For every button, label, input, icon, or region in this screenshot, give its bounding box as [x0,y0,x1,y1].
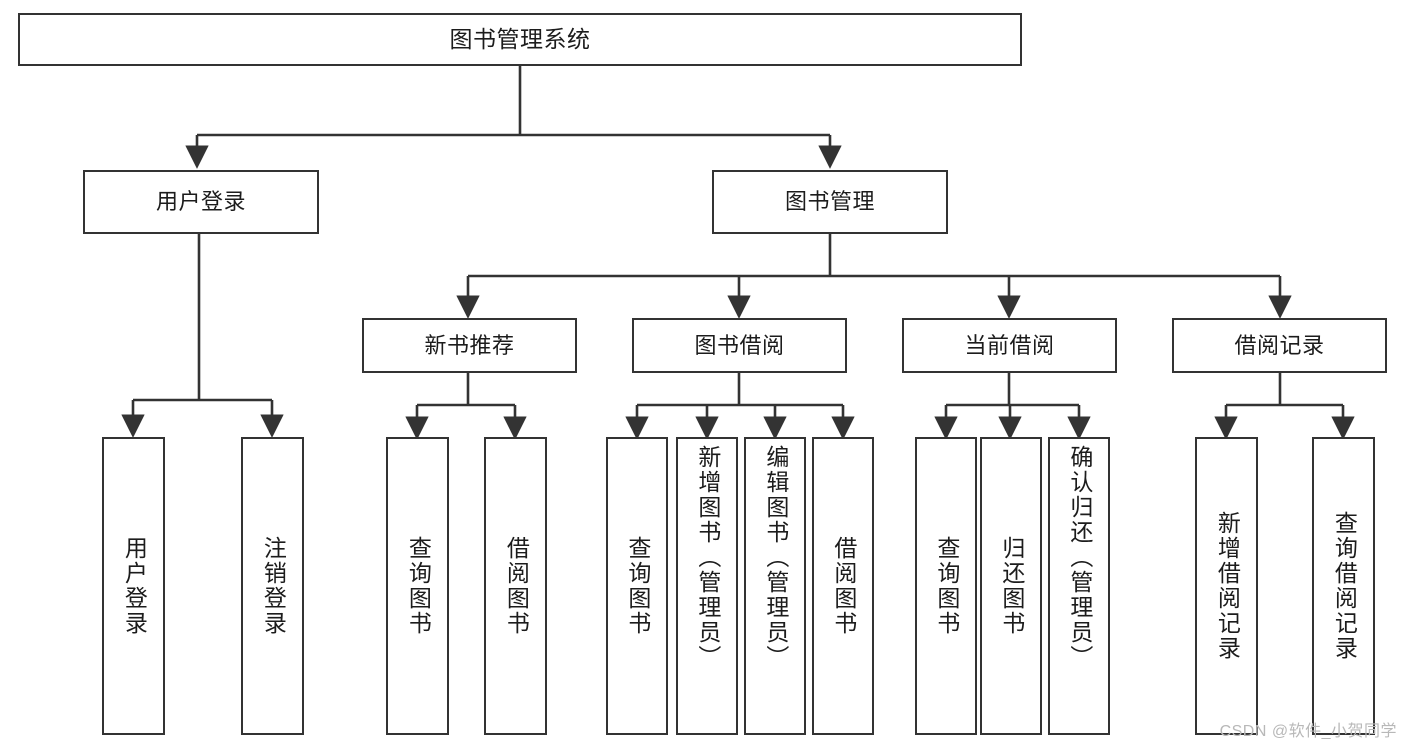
leaf-new-book-borrow[interactable]: 借阅图书 [484,437,547,735]
leaf-user-login-logout[interactable]: 注销登录 [241,437,304,735]
node-label: 新增图书（管理员） [694,445,721,670]
leaf-book-borrow-edit[interactable]: 编辑图书（管理员） [744,437,806,735]
leaf-current-borrow-confirm-return[interactable]: 确认归还（管理员） [1048,437,1110,735]
leaf-borrow-record-query[interactable]: 查询借阅记录 [1312,437,1375,735]
node-label: 确认归还（管理员） [1066,445,1093,670]
watermark-text: CSDN @软件_小贺同学 [1219,723,1397,740]
node-label: 新增借阅记录 [1214,511,1241,661]
node-label: 查询图书 [624,536,651,636]
node-label: 图书管理 [784,189,875,215]
node-label: 图书借阅 [694,332,785,358]
node-label: 查询图书 [405,536,432,636]
node-label: 借阅图书 [830,536,857,636]
leaf-book-borrow-add[interactable]: 新增图书（管理员） [676,437,738,735]
node-label: 查询借阅记录 [1331,511,1358,661]
node-label: 注销登录 [260,536,287,636]
leaf-borrow-record-add[interactable]: 新增借阅记录 [1195,437,1258,735]
leaf-book-borrow-query[interactable]: 查询图书 [606,437,668,735]
node-new-book-recommend[interactable]: 新书推荐 [362,318,577,373]
node-label: 用户登录 [155,189,246,215]
node-label: 新书推荐 [424,332,515,358]
node-root-system[interactable]: 图书管理系统 [18,13,1022,66]
leaf-current-borrow-return[interactable]: 归还图书 [980,437,1042,735]
node-user-login[interactable]: 用户登录 [83,170,319,234]
node-label: 查询图书 [933,536,960,636]
node-book-management[interactable]: 图书管理 [712,170,948,234]
node-label: 借阅记录 [1234,332,1325,358]
node-current-borrow[interactable]: 当前借阅 [902,318,1117,373]
node-label: 借阅图书 [503,536,530,636]
node-label: 编辑图书（管理员） [762,445,789,670]
node-label: 归还图书 [998,536,1025,636]
node-label: 用户登录 [121,536,148,636]
node-book-borrow[interactable]: 图书借阅 [632,318,847,373]
node-label: 图书管理系统 [449,25,591,52]
leaf-current-borrow-query[interactable]: 查询图书 [915,437,977,735]
leaf-user-login-login[interactable]: 用户登录 [102,437,165,735]
leaf-new-book-query[interactable]: 查询图书 [386,437,449,735]
leaf-book-borrow-borrow[interactable]: 借阅图书 [812,437,874,735]
node-borrow-record[interactable]: 借阅记录 [1172,318,1387,373]
node-label: 当前借阅 [964,332,1055,358]
